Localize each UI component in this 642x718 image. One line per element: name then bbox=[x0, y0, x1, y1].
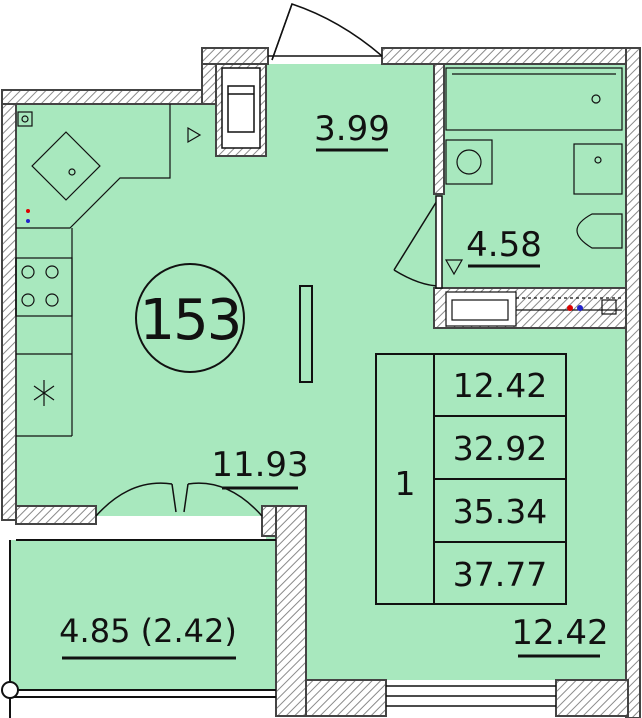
bathroom-floor bbox=[438, 64, 626, 326]
wall-balcony-top-left bbox=[15, 505, 97, 525]
counter-outline bbox=[16, 104, 171, 229]
wall-top-left bbox=[1, 89, 215, 105]
walls bbox=[1, 47, 641, 718]
wall-bottom-left bbox=[295, 679, 387, 717]
living-area-label: 12.42 bbox=[511, 613, 608, 653]
summary-table bbox=[375, 353, 567, 605]
toilet-icon bbox=[576, 213, 623, 249]
wall-left bbox=[1, 89, 17, 521]
kitchen-area-label: 11.93 bbox=[211, 445, 308, 485]
wall-right bbox=[625, 47, 641, 718]
apartment-number: 153 bbox=[140, 288, 241, 353]
bathroom-fixtures bbox=[444, 67, 623, 327]
washbasin-icon bbox=[445, 139, 493, 185]
apartment-number-circle bbox=[135, 263, 245, 373]
summary-value-1: 12.42 bbox=[453, 366, 547, 405]
hall-area-label: 3.99 bbox=[314, 109, 390, 149]
summary-value-3: 35.34 bbox=[453, 492, 547, 531]
vent-icon bbox=[187, 126, 202, 144]
bathtub-icon bbox=[445, 67, 623, 131]
summary-value-4: 37.77 bbox=[453, 555, 547, 594]
wall-bottom-right bbox=[555, 679, 629, 717]
balcony-door bbox=[95, 482, 263, 517]
kitchen-fixtures bbox=[15, 104, 202, 437]
sink-icon bbox=[31, 131, 101, 201]
wall-top-notch-cap bbox=[201, 47, 269, 65]
windows bbox=[268, 55, 556, 707]
bathroom-door bbox=[393, 195, 443, 289]
kitchen-floor bbox=[14, 104, 268, 516]
entry-door bbox=[271, 3, 383, 61]
summary-value-2: 32.92 bbox=[453, 429, 547, 468]
floor-areas bbox=[10, 64, 626, 690]
summary-room-count: 1 bbox=[395, 464, 416, 503]
balcony-area-label: 4.85 (2.42) bbox=[59, 612, 237, 650]
wall-top-right bbox=[381, 47, 641, 65]
wall-living-left bbox=[275, 505, 307, 717]
balcony-floor bbox=[10, 540, 276, 690]
bathroom-area-label: 4.58 bbox=[466, 225, 542, 265]
wall-bath-left bbox=[433, 63, 445, 195]
fan-icon bbox=[33, 380, 55, 406]
partition bbox=[299, 285, 313, 383]
washer-icon bbox=[573, 143, 623, 195]
living-floor bbox=[296, 326, 626, 680]
balcony-outline bbox=[1, 539, 276, 718]
vent-icon bbox=[444, 259, 464, 276]
stove-icon bbox=[15, 257, 73, 317]
wardrobe bbox=[221, 67, 261, 149]
